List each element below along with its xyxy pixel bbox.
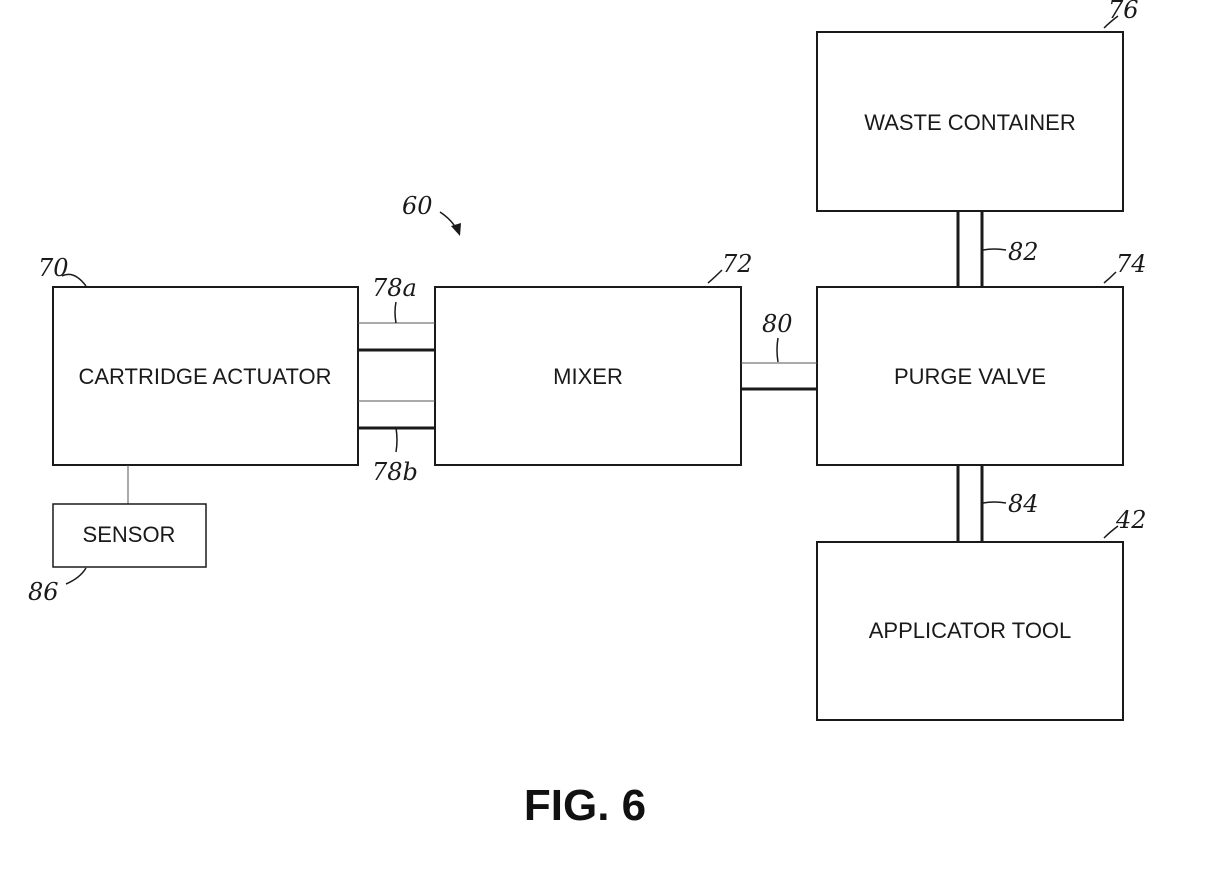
arrow-60-head-icon (451, 223, 461, 236)
ref-42: 42 (1115, 506, 1147, 534)
leader-84 (983, 502, 1006, 503)
ref-78a: 78a (372, 274, 417, 302)
leader-78b (396, 428, 397, 452)
sensor-block: SENSOR (53, 465, 206, 567)
purge-valve-block: PURGE VALVE (817, 287, 1123, 465)
conduit-78a (358, 323, 435, 350)
leader-80 (777, 338, 778, 362)
mixer-block: MIXER (435, 287, 741, 465)
cartridge-actuator-block: CARTRIDGE ACTUATOR (53, 287, 358, 465)
ref-86: 86 (28, 578, 59, 606)
leader-74 (1104, 272, 1116, 283)
leader-82 (983, 249, 1006, 250)
ref-80: 80 (762, 310, 793, 338)
ref-70: 70 (38, 254, 69, 282)
cartridge-actuator-label: CARTRIDGE ACTUATOR (78, 364, 331, 389)
ref-78b: 78b (372, 458, 418, 486)
ref-74: 74 (1116, 250, 1147, 278)
leader-78a (395, 302, 396, 323)
mixer-label: MIXER (553, 364, 623, 389)
conduit-80 (741, 363, 817, 389)
waste-container-block: WASTE CONTAINER (817, 32, 1123, 211)
system-reference-60: 60 (402, 192, 461, 236)
figure-label: FIG. 6 (524, 781, 646, 830)
leader-72 (708, 270, 722, 283)
applicator-tool-label: APPLICATOR TOOL (869, 618, 1072, 643)
ref-76: 76 (1108, 0, 1139, 24)
waste-container-label: WASTE CONTAINER (864, 110, 1075, 135)
ref-72: 72 (722, 250, 753, 278)
ref-60: 60 (402, 192, 433, 220)
applicator-tool-block: APPLICATOR TOOL (817, 542, 1123, 720)
ref-82: 82 (1008, 238, 1039, 266)
purge-valve-label: PURGE VALVE (894, 364, 1046, 389)
ref-84: 84 (1008, 490, 1039, 518)
conduit-84 (958, 465, 982, 542)
sensor-label: SENSOR (83, 522, 176, 547)
conduit-82 (958, 211, 982, 287)
leader-86 (66, 568, 86, 584)
conduit-78b (358, 401, 435, 428)
